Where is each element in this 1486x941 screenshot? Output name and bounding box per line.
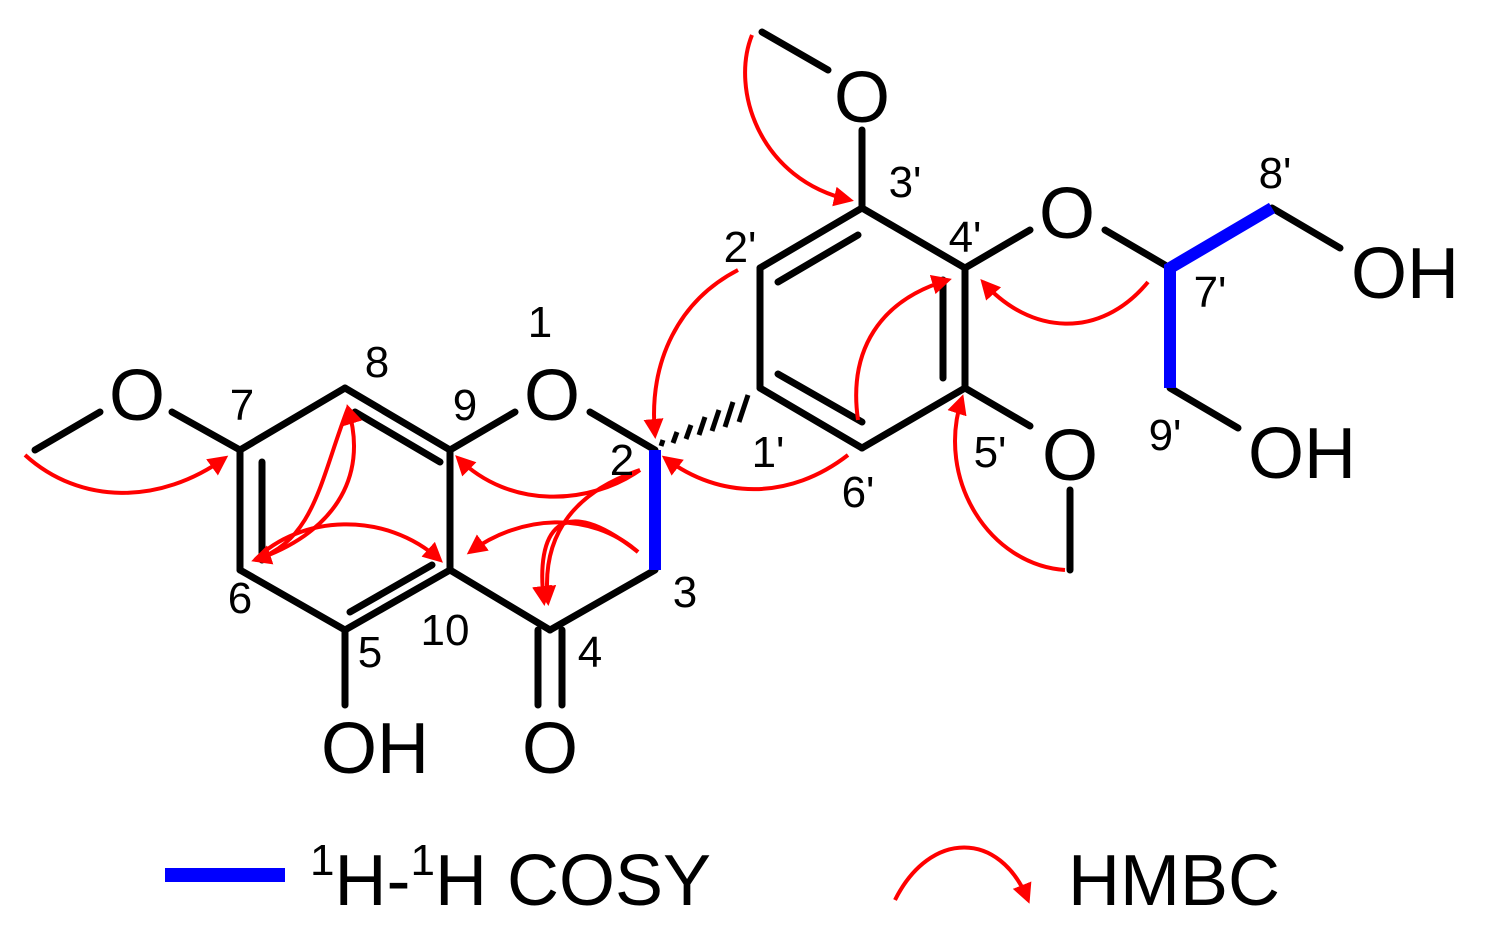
locant-1p: 1'	[752, 428, 785, 477]
locant-2p: 2'	[724, 223, 757, 272]
atom-o-ring: O	[524, 356, 580, 436]
cosy-correlations	[649, 202, 1276, 570]
locant-5: 5	[358, 628, 382, 677]
legend: 1H-1H COSY HMBC	[165, 836, 1280, 921]
locant-5p: 5'	[974, 428, 1007, 477]
atom-o-methoxy-7: O	[109, 356, 165, 436]
locant-9p: 9'	[1149, 411, 1182, 460]
hmbc-arrow-h6p-c4p	[854, 274, 952, 421]
atom-o-carbonyl: O	[522, 709, 578, 789]
hmbc-arrow-h8-c6	[251, 407, 350, 565]
hmbc-arrow-h6-c8	[254, 404, 363, 562]
atom-oh-5: OH	[321, 709, 429, 789]
legend-hmbc-arrow	[893, 845, 1032, 904]
atom-oh-9p: OH	[1248, 414, 1356, 494]
hmbc-arrow-h6p-c2	[661, 453, 850, 492]
atom-o-methoxy-5p: O	[1042, 416, 1098, 496]
hmbc-correlations	[23, 34, 1150, 606]
hmbc-arrow-h7p-c4p	[980, 279, 1150, 326]
hmbc-arrow-h2p-c2	[643, 268, 739, 439]
hmbc-arrow-h2-c9	[455, 455, 642, 499]
locant-4: 4	[578, 628, 602, 677]
atom-labels: O O OH O O O O OH OH	[109, 58, 1459, 789]
atom-o-ether-4p: O	[1039, 174, 1095, 254]
locant-3: 3	[673, 568, 697, 617]
hmbc-arrow-h3-c4	[532, 519, 640, 606]
hmbc-arrow-ome7-c7	[23, 453, 229, 495]
locant-8: 8	[365, 338, 389, 387]
legend-hmbc-label: HMBC	[1068, 841, 1280, 921]
atom-oh-8p: OH	[1351, 234, 1459, 314]
atom-o-methoxy-3p: O	[834, 58, 890, 138]
locant-2: 2	[610, 436, 634, 485]
locant-6: 6	[228, 574, 252, 623]
locant-6p: 6'	[842, 468, 875, 517]
skeleton-bonds	[31, 28, 1344, 709]
locant-7p: 7'	[1194, 268, 1227, 317]
locant-7: 7	[230, 381, 254, 430]
locant-10: 10	[421, 606, 470, 655]
locant-1: 1	[528, 298, 552, 347]
hmbc-arrow-h2-c4	[536, 468, 641, 606]
hmbc-arrow-ome3p-c3p	[743, 34, 854, 207]
locant-4p: 4'	[949, 213, 982, 262]
hmbc-arrow-h6-c10	[253, 522, 443, 563]
locant-9: 9	[453, 381, 477, 430]
locant-3p: 3'	[889, 158, 922, 207]
locant-8p: 8'	[1259, 149, 1292, 198]
hmbc-arrow-ome5p-c5p	[947, 394, 1066, 572]
locant-labels: 1 2 3 4 5 6 7 8 9 10 1' 2' 3' 4' 5' 6' 7…	[228, 149, 1292, 677]
legend-cosy-label: 1H-1H COSY	[310, 836, 711, 921]
cosy-bond-c9p-c7p-c8p	[1164, 202, 1276, 388]
